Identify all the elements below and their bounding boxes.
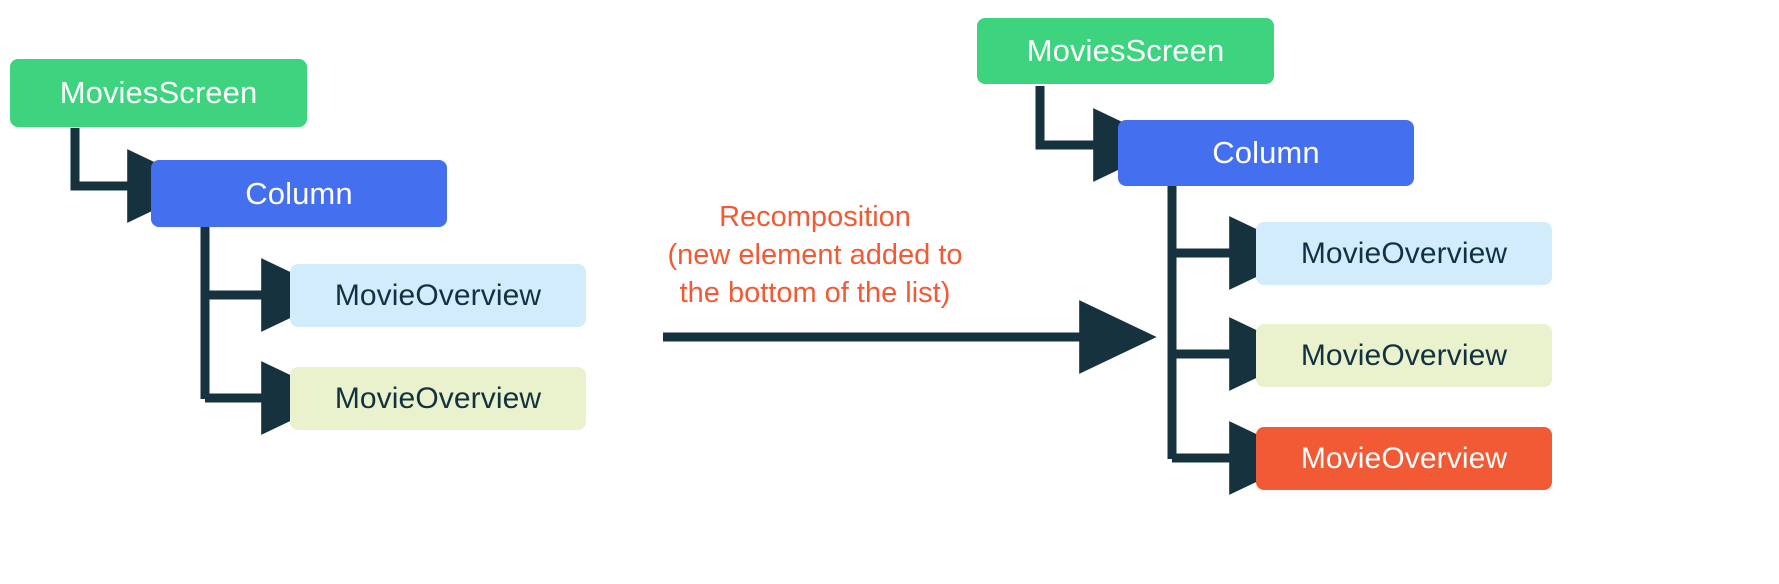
connector-column-children-left: [200, 222, 339, 435]
before-node-movieoverview-2[interactable]: MovieOverview: [290, 367, 586, 430]
connector-column-children-right: [1167, 182, 1307, 495]
before-node-column-label: Column: [245, 175, 353, 211]
before-node-movieoverview-2-label: MovieOverview: [334, 381, 542, 415]
before-node-moviesscreen[interactable]: MoviesScreen: [10, 59, 307, 127]
before-node-movieoverview-1[interactable]: MovieOverview: [290, 264, 586, 327]
after-node-column-label: Column: [1212, 135, 1320, 170]
before-node-column[interactable]: Column: [151, 160, 447, 227]
after-node-moviesscreen-label: MoviesScreen: [1026, 33, 1225, 68]
before-node-moviesscreen-label: MoviesScreen: [59, 75, 258, 110]
after-node-moviesscreen[interactable]: MoviesScreen: [977, 18, 1274, 84]
after-node-movieoverview-2-label: MovieOverview: [1300, 338, 1508, 372]
after-node-movieoverview-3-label: MovieOverview: [1300, 441, 1508, 475]
recomposition-caption: Recomposition (new element added to the …: [667, 201, 963, 309]
before-node-movieoverview-1-label: MovieOverview: [334, 278, 542, 312]
connector-moviesscreen-to-column-right: [1035, 86, 1171, 182]
after-node-movieoverview-1-label: MovieOverview: [1300, 236, 1508, 270]
after-node-column[interactable]: Column: [1118, 120, 1414, 186]
after-node-movieoverview-3[interactable]: MovieOverview: [1256, 427, 1552, 490]
after-node-movieoverview-1[interactable]: MovieOverview: [1256, 222, 1552, 285]
connector-moviesscreen-to-column-left: [70, 128, 205, 223]
after-node-movieoverview-2[interactable]: MovieOverview: [1256, 324, 1552, 387]
